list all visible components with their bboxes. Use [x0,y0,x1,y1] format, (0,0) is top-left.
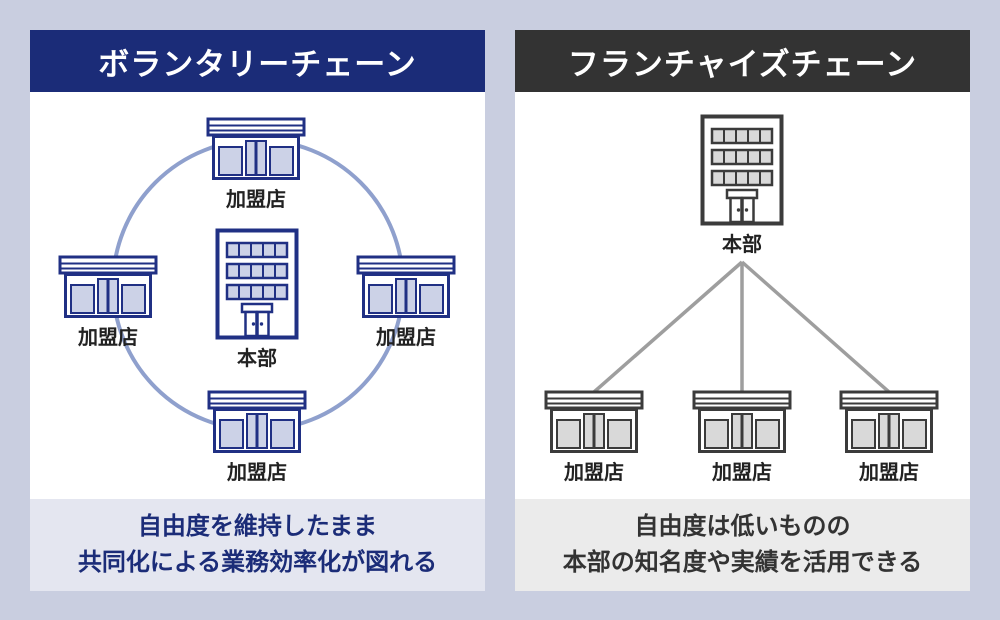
voluntary-chain-caption: 自由度を維持したまま 共同化による業務効率化が図れる [30,499,485,591]
store-label: 加盟店 [712,462,772,484]
panel-title: ボランタリーチェーン [30,30,485,92]
franchise-chain-caption: 自由度は低いものの 本部の知名度や実績を活用できる [515,499,970,591]
franchise-chain-panel: フランチャイズチェーン 本部 加盟店 加盟店 加盟店 [515,30,970,591]
storefront-icon [839,390,939,454]
storefront-icon [58,255,158,319]
member-store-bottom: 加盟店 [207,390,307,485]
franchise-store-left: 加盟店 [544,390,644,485]
voluntary-chain-panel: ボランタリーチェーン 加盟店 加盟店 加盟店 加盟店 [30,30,485,591]
caption-line: 本部の知名度や実績を活用できる [562,549,923,576]
storefront-icon [692,390,792,454]
store-label: 加盟店 [376,327,436,349]
store-label: 加盟店 [564,462,624,484]
store-label: 加盟店 [227,462,287,484]
franchise-chain-diagram: 本部 加盟店 加盟店 加盟店 [515,92,970,499]
headquarters-label: 本部 [237,348,277,370]
storefront-icon [544,390,644,454]
caption-line: 自由度を維持したまま [137,513,378,540]
member-store-left: 加盟店 [58,255,158,350]
headquarters-center: 本部 [215,228,299,371]
store-label: 加盟店 [78,327,138,349]
franchise-store-right: 加盟店 [839,390,939,485]
storefront-icon [207,390,307,454]
store-label: 加盟店 [226,189,286,211]
headquarters-building-icon [700,114,784,226]
storefront-icon [356,255,456,319]
storefront-icon [206,117,306,181]
franchise-store-center: 加盟店 [692,390,792,485]
caption-line: 共同化による業務効率化が図れる [77,549,438,576]
headquarters-label: 本部 [722,234,762,256]
headquarters-top: 本部 [700,114,784,257]
caption-line: 自由度は低いものの [634,513,851,540]
headquarters-building-icon [215,228,299,340]
member-store-top: 加盟店 [206,117,306,212]
store-label: 加盟店 [859,462,919,484]
voluntary-chain-diagram: 加盟店 加盟店 加盟店 加盟店 本部 [30,92,485,499]
member-store-right: 加盟店 [356,255,456,350]
panel-title: フランチャイズチェーン [515,30,970,92]
